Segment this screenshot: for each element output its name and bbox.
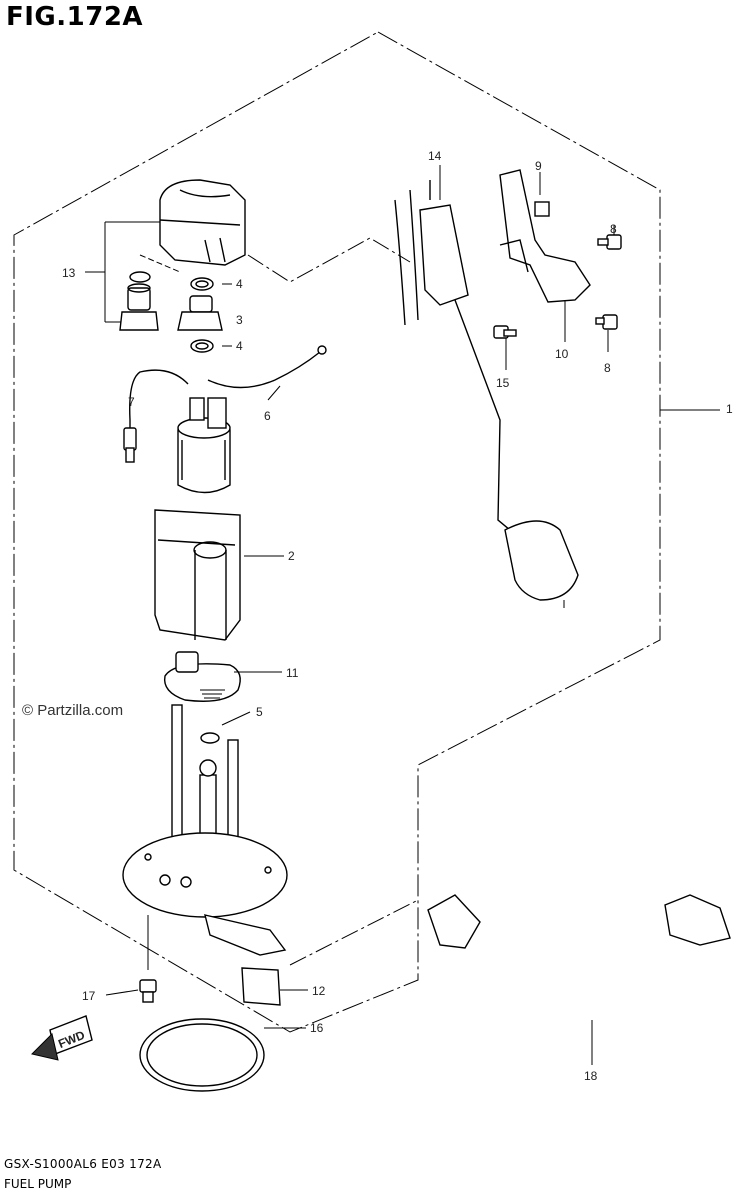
fuel-hose-18: [427, 894, 740, 1019]
footer-name: FUEL PUMP: [4, 1177, 72, 1191]
assembly-outline: [13, 31, 661, 1033]
pad-12: [241, 967, 281, 1006]
callout-5: 5: [256, 705, 263, 719]
callout-18: 18: [584, 1069, 598, 1083]
callout-13: 13: [62, 266, 76, 280]
callout-12: 12: [312, 984, 326, 998]
fuel-level-sender: [394, 180, 579, 608]
callout-9: 9: [535, 159, 542, 173]
gasket-16: [139, 1018, 265, 1092]
bolt-15: [493, 325, 517, 339]
callout-17: 17: [82, 989, 96, 1003]
callout-8b: 8: [604, 361, 611, 375]
bolt-8-top: [597, 234, 622, 250]
callout-7: 7: [128, 395, 135, 409]
callout-3: 3: [236, 313, 243, 327]
pump-base-plate: [122, 704, 288, 970]
callout-2: 2: [288, 549, 295, 563]
watermark: © Partzilla.com: [22, 702, 124, 719]
callout-4a: 4: [236, 277, 243, 291]
callout-8a: 8: [610, 222, 617, 236]
wire-6: [207, 351, 321, 389]
callout-labels: 1 2 3 4 4 5 6 7 8 8 9 10 11 12 13 14 15 …: [62, 149, 733, 1083]
fuel-filter: [163, 651, 241, 702]
part-3-regulator: [177, 295, 223, 331]
figure-title: FIG.172A: [6, 2, 144, 32]
part-13-leader: [85, 221, 181, 323]
footer-code: GSX-S1000AL6 E03 172A: [4, 1157, 162, 1171]
fuel-pump-motor: [177, 397, 231, 494]
callout-10: 10: [555, 347, 569, 361]
callout-6: 6: [264, 409, 271, 423]
bracket-10: [499, 169, 591, 303]
part-13-fitting: [119, 283, 159, 331]
pump-housing: [154, 509, 241, 641]
pump-top-cover: [159, 179, 246, 266]
callout-15: 15: [496, 376, 510, 390]
callout-4b: 4: [236, 339, 243, 353]
callout-11: 11: [286, 666, 299, 680]
wire-7: [129, 369, 189, 440]
callout-16: 16: [310, 1021, 324, 1035]
screw-17: [139, 979, 157, 1003]
callout-14: 14: [428, 149, 442, 163]
callout-1: 1: [726, 402, 733, 416]
fwd-arrow: FWD: [31, 1015, 93, 1061]
bolt-8-bottom: [595, 314, 618, 330]
